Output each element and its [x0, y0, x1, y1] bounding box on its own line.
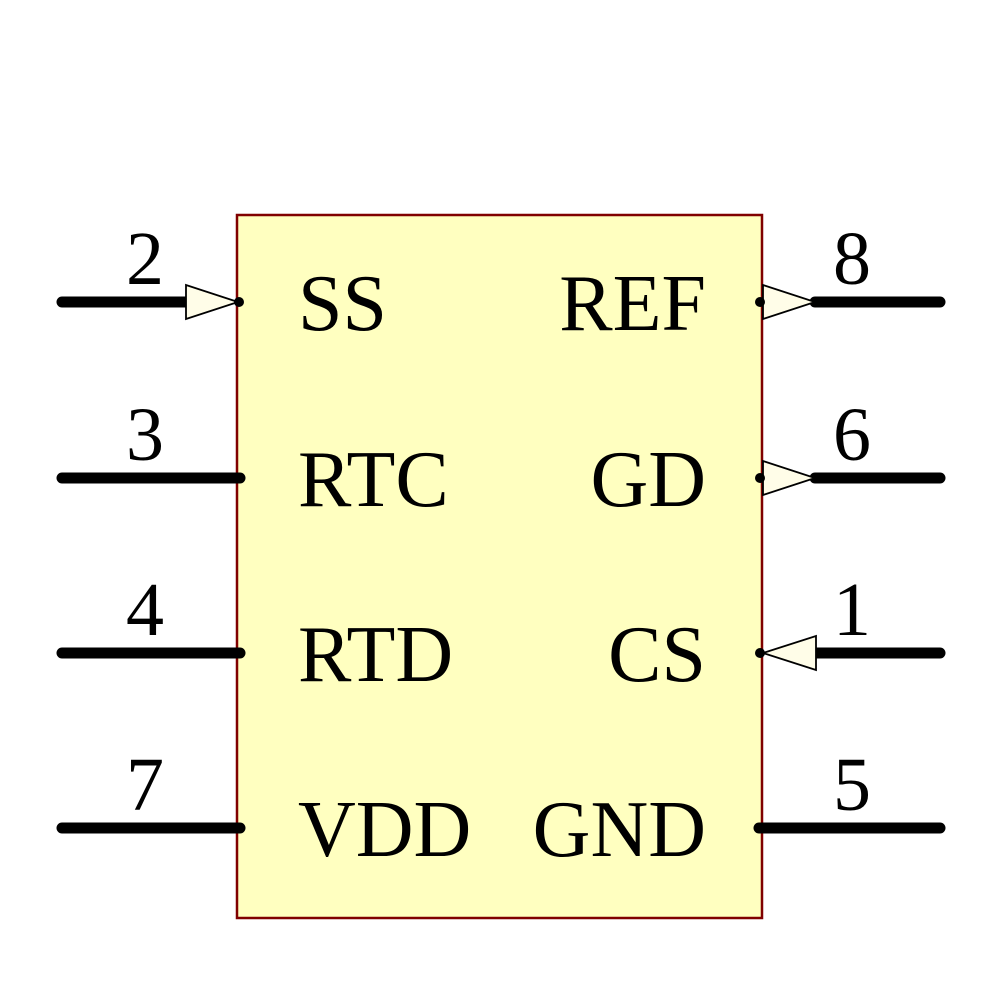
- pin-1[interactable]: 1CS: [608, 568, 946, 699]
- pin-connection-dot: [755, 297, 765, 307]
- pin-label: GND: [533, 786, 706, 874]
- component-body[interactable]: [235, 213, 764, 920]
- pin-direction-arrow: [185, 283, 241, 321]
- pin-label: RTC: [298, 436, 449, 524]
- pin-6[interactable]: 6GD: [590, 393, 946, 524]
- pin-label: GD: [590, 436, 706, 524]
- pin-number: 3: [126, 393, 164, 477]
- pin-connection-dot: [755, 648, 765, 658]
- pin-label: VDD: [298, 786, 471, 874]
- pin-2[interactable]: 2SS: [56, 217, 387, 348]
- pin-number: 6: [833, 393, 871, 477]
- pin-label: SS: [298, 260, 387, 348]
- pin-connection-dot: [755, 473, 765, 483]
- pin-number: 4: [126, 568, 164, 652]
- pin-number: 7: [126, 743, 164, 827]
- pin-number: 5: [833, 743, 871, 827]
- pin-label: RTD: [298, 611, 453, 699]
- pin-label: REF: [559, 260, 706, 348]
- pin-label: CS: [608, 611, 706, 699]
- pin-number: 1: [833, 568, 871, 652]
- pin-number: 2: [126, 217, 164, 301]
- pin-direction-arrow: [760, 634, 817, 672]
- pin-number: 8: [833, 217, 871, 301]
- pin-connection-dot: [234, 297, 244, 307]
